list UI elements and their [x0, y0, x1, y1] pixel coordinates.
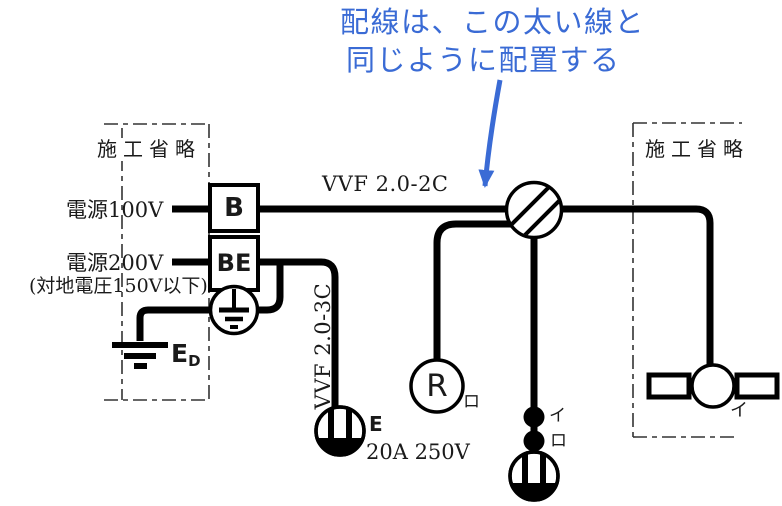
cable-vvf-2c-label: VVF 2.0-2C — [322, 172, 449, 196]
switch-ro-tag: ロ — [550, 431, 567, 451]
receptacle-rating-label: 20A 250V — [366, 440, 470, 464]
earth-terminal-symbol — [208, 284, 260, 336]
wire-to-r-outlet — [433, 220, 514, 364]
switch-i-tag: イ — [549, 406, 566, 426]
switch-ro-icon — [523, 430, 545, 452]
breaker-b-label: B — [224, 193, 244, 223]
annotation-line2: 同じように配置する — [346, 43, 621, 77]
source-100v-label: 電源100V — [66, 198, 164, 222]
ground-label-sub: D — [188, 352, 201, 370]
r-outlet-icon — [409, 358, 465, 414]
switch-i-icon — [523, 406, 545, 428]
voltage-note-label: (対地電圧150V以下) — [29, 275, 208, 297]
ceiling-light-icon — [646, 363, 780, 409]
annotation-arrow — [478, 79, 503, 188]
ceiling-light-tag: イ — [730, 400, 748, 421]
junction-box-icon — [504, 180, 564, 240]
wall-receptacle-icon — [508, 450, 560, 502]
breaker-b-box — [208, 183, 260, 233]
right-omission-label: 施工省略 — [643, 137, 751, 161]
wire-200v-to-receptacle — [172, 258, 339, 412]
ground-symbol — [112, 342, 168, 369]
r-outlet-label: R — [426, 368, 448, 404]
cable-vvf-3c-label: VVF 2.0-3C — [310, 282, 335, 410]
wire-to-ground — [136, 306, 216, 341]
ground-label-main: E — [171, 339, 189, 368]
ground-label: ED — [171, 339, 201, 370]
right-omission-box — [632, 122, 742, 438]
breaker-be-label: BE — [216, 249, 252, 277]
annotation-line1: 配線は、この太い線と — [340, 5, 646, 39]
receptacle-earth-label: E — [369, 412, 383, 436]
source-200v-label: 電源200V — [66, 251, 164, 275]
receptacle-20a-icon — [314, 405, 366, 457]
wire-100v-main — [172, 205, 714, 366]
r-outlet-tag: ロ — [463, 392, 480, 412]
left-omission-label: 施工省略 — [95, 137, 203, 161]
wire-earth-link — [250, 262, 284, 314]
